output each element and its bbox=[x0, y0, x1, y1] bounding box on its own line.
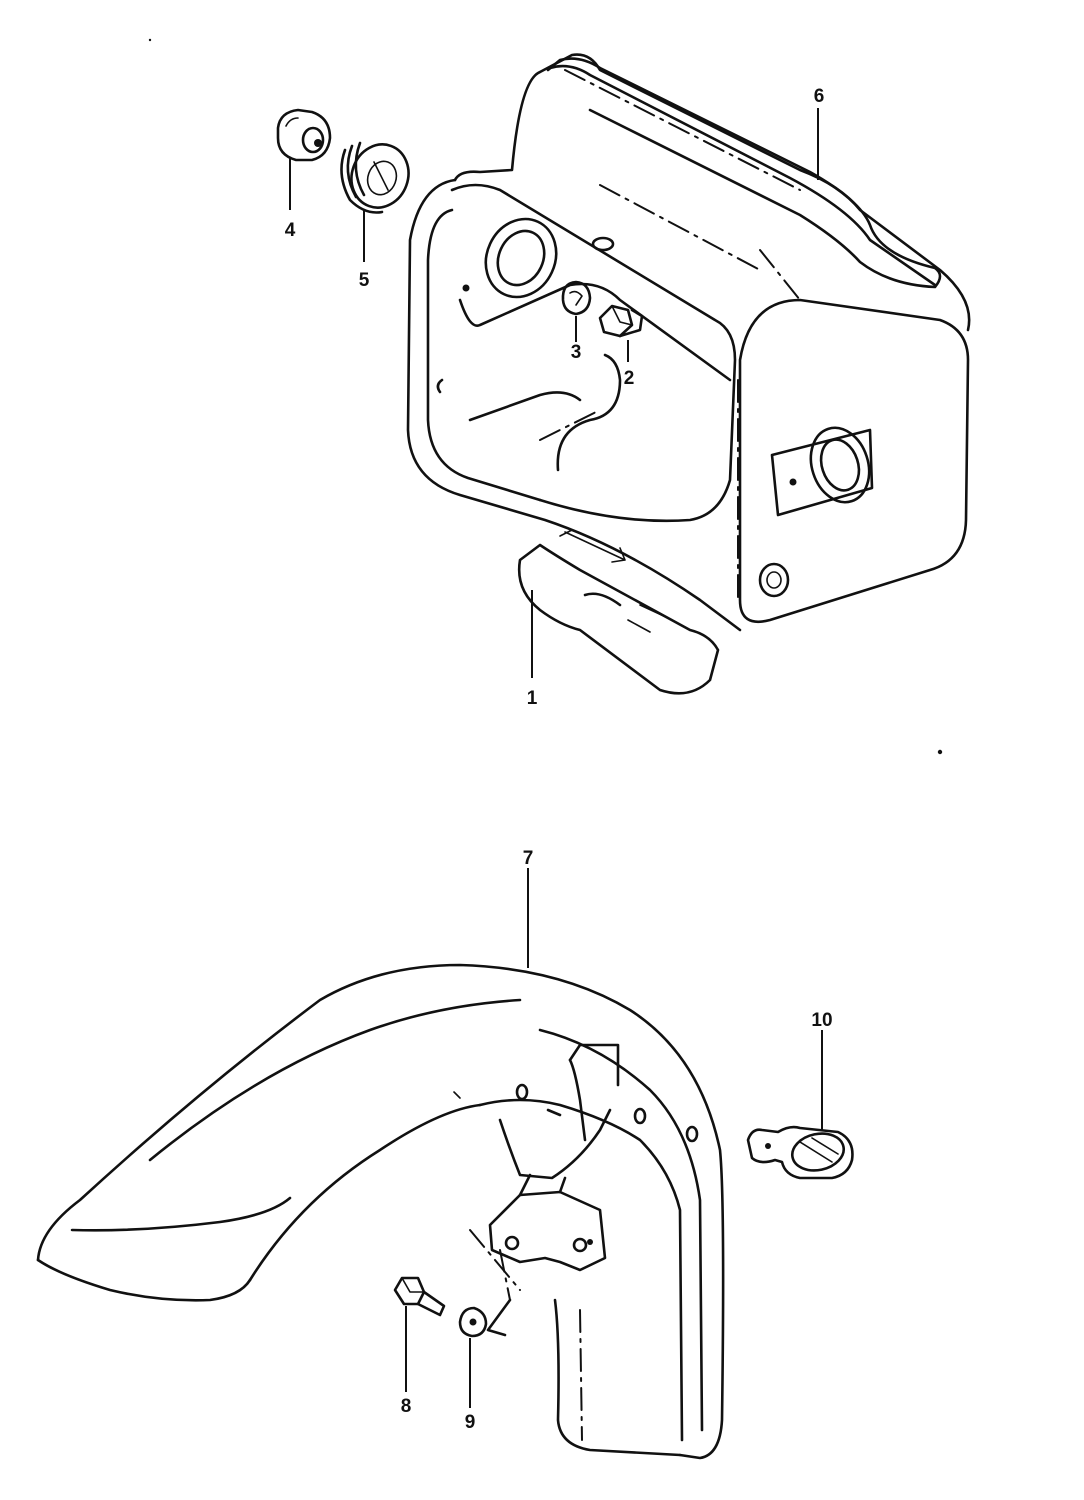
part-10-reflector bbox=[746, 1125, 854, 1180]
callout-2: 2 bbox=[624, 368, 635, 389]
part-2-bolt bbox=[598, 304, 644, 338]
part-6-visor bbox=[564, 69, 801, 301]
callout-6: 6 bbox=[814, 86, 825, 107]
part-3-nut bbox=[561, 280, 592, 316]
callout-7: 7 bbox=[523, 848, 534, 869]
callout-labels: 6 4 5 3 2 1 7 10 8 9 bbox=[285, 86, 833, 1433]
part-9-nut bbox=[458, 1306, 488, 1338]
callout-10: 10 bbox=[811, 1010, 832, 1031]
part-7-fender bbox=[36, 963, 725, 1460]
leader-lines bbox=[289, 108, 823, 1408]
speck-mark bbox=[937, 749, 943, 755]
callout-3: 3 bbox=[571, 342, 582, 363]
callout-9: 9 bbox=[465, 1412, 476, 1433]
part-8-bolt bbox=[393, 1276, 446, 1317]
callout-4: 4 bbox=[285, 220, 296, 241]
callout-5: 5 bbox=[359, 270, 370, 291]
headlight-housing bbox=[406, 53, 971, 695]
speck-mark bbox=[148, 38, 152, 42]
part-5-grommet bbox=[340, 141, 410, 214]
part-4-cap bbox=[276, 108, 332, 162]
callout-1: 1 bbox=[527, 688, 538, 709]
callout-8: 8 bbox=[401, 1396, 412, 1417]
